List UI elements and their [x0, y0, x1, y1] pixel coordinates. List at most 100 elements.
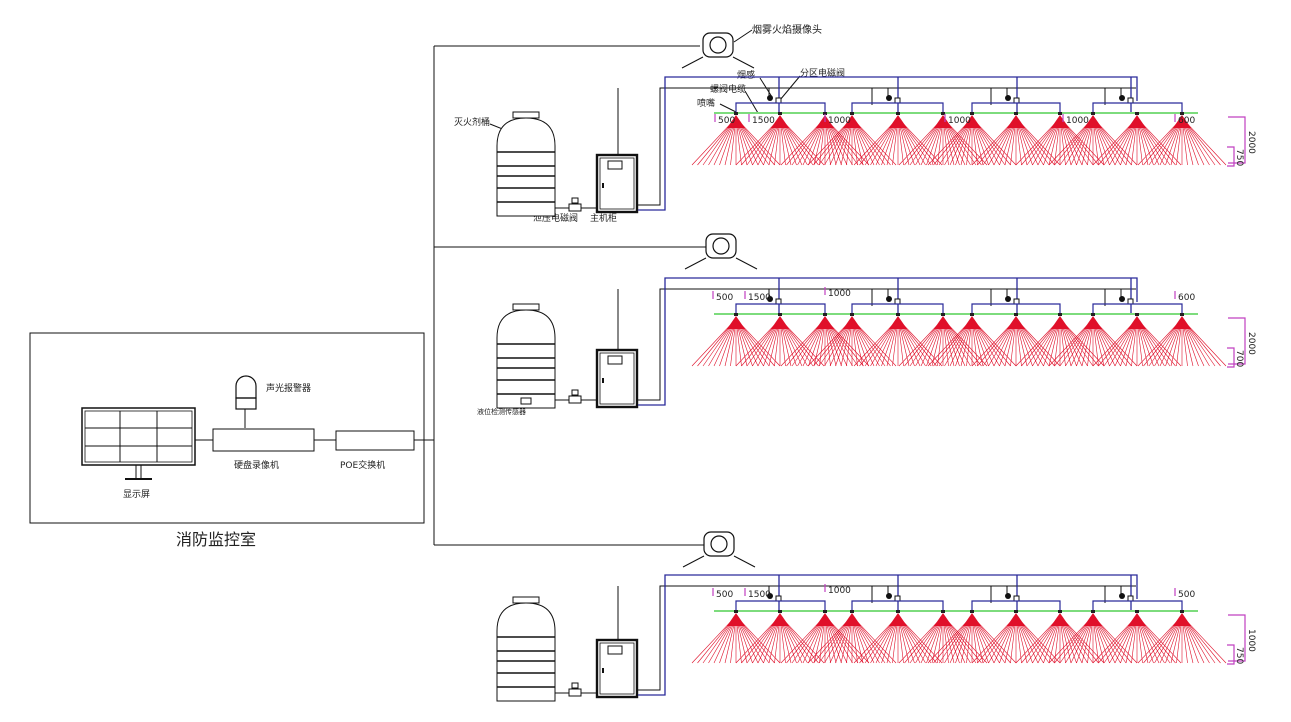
nozzle-icon	[970, 610, 974, 613]
spray-nozzle	[1137, 610, 1227, 664]
spray-nozzle	[971, 610, 1061, 664]
nozzle-icon	[850, 313, 854, 316]
spray-nozzle	[1137, 112, 1227, 166]
spray-fan	[853, 615, 943, 664]
spray-nozzle	[971, 313, 1061, 367]
main-cabinet-icon	[595, 638, 639, 699]
dimension-label: 1000	[828, 586, 851, 596]
zone-solenoid-valve-icon	[1013, 298, 1020, 305]
nozzle-icon	[941, 112, 945, 115]
flame-smoke-camera-icon	[682, 531, 756, 568]
nozzle-icon	[1135, 610, 1139, 613]
branch-pipe	[971, 303, 1061, 314]
spray-nozzle	[1048, 112, 1138, 166]
dimension-label: 1500	[748, 590, 771, 600]
smoke-detector-icon	[767, 296, 773, 302]
spray-nozzle	[691, 313, 781, 367]
zone-solenoid-valve-icon	[775, 97, 782, 104]
flame-smoke-camera-icon	[681, 32, 755, 69]
zone-solenoid-valve-icon	[775, 298, 782, 305]
branch-pipe	[1092, 303, 1183, 314]
nozzle-icon	[941, 313, 945, 316]
spray-fan	[898, 615, 988, 664]
nozzle-icon	[778, 313, 782, 316]
spray-nozzle	[853, 112, 943, 166]
dimension-label: 500	[1178, 590, 1195, 600]
control-room: 消防监控室 显示屏 声光报警器 硬盘录像机 POE交换机	[29, 332, 434, 549]
branch-pipe	[735, 303, 826, 314]
smoke-detector-icon	[1005, 95, 1011, 101]
spray-nozzle	[927, 610, 1017, 664]
dimension-label: 600	[1178, 293, 1195, 303]
branch-pipe	[851, 303, 944, 314]
spray-fan	[1048, 318, 1138, 367]
spray-nozzle	[1092, 610, 1182, 664]
spray-fan	[971, 615, 1061, 664]
extinguishing-agent-tank-icon	[496, 303, 556, 409]
nozzle-icon	[1014, 112, 1018, 115]
dimension-label: 1000	[948, 116, 971, 126]
zone-solenoid-valve-icon	[1127, 298, 1134, 305]
control-room-title: 消防监控室	[176, 530, 256, 549]
nozzle-icon	[1091, 313, 1095, 316]
display-screen-label: 显示屏	[123, 489, 150, 500]
smoke-detector-icon	[886, 296, 892, 302]
dimension-label: 600	[1178, 116, 1195, 126]
zone-solenoid-valve-icon	[894, 97, 901, 104]
dimension-label: 1000	[1246, 629, 1256, 652]
zone-solenoid-valve-icon	[1127, 595, 1134, 602]
smoke-detector-icon	[886, 95, 892, 101]
nozzle-icon	[1135, 313, 1139, 316]
poe-switch-box	[335, 430, 415, 451]
dim-bracket-height	[1228, 116, 1246, 164]
main-supply-pipe	[638, 76, 1138, 211]
nozzle-icon	[941, 610, 945, 613]
spray-fan	[1048, 615, 1138, 664]
camera-callout: 烟雾火焰摄像头	[752, 23, 822, 36]
spray-fan	[1092, 117, 1182, 166]
nozzle-icon	[896, 112, 900, 115]
nozzle-icon	[1180, 610, 1184, 613]
tank-callout: 灭火剂桶	[454, 116, 490, 128]
nvr-label: 硬盘录像机	[234, 459, 279, 471]
nozzle-icon	[1091, 610, 1095, 613]
spray-fan	[1048, 117, 1138, 166]
spray-nozzle	[898, 313, 988, 367]
spray-nozzle	[807, 313, 897, 367]
spray-nozzle	[1137, 313, 1227, 367]
nozzle-icon	[734, 313, 738, 316]
nozzle-icon	[1180, 313, 1184, 316]
dimension-label: 750	[1234, 647, 1244, 664]
spray-fan	[735, 615, 825, 664]
dimension-label: 750	[1234, 149, 1244, 166]
spray-nozzle	[735, 313, 825, 367]
branch-pipe	[1092, 600, 1183, 611]
spray-fan	[735, 117, 825, 166]
dimension-label: 500	[716, 293, 733, 303]
zone-1-callouts: 烟雾火焰摄像头 烟感 分区电磁阀 螺阀电缆 喷嘴 灭火剂桶 泄压电磁阀 主机柜	[454, 23, 845, 224]
spray-nozzle	[735, 112, 825, 166]
smoke-detector-callout: 烟感	[737, 69, 755, 81]
nozzle-icon	[970, 313, 974, 316]
dimension-label: 2000	[1246, 131, 1256, 154]
smoke-detector-icon	[1005, 593, 1011, 599]
spray-nozzle	[691, 112, 781, 166]
spray-nozzle	[807, 610, 897, 664]
branch-pipe	[735, 600, 826, 611]
nozzle-icon	[778, 112, 782, 115]
spray-nozzle	[691, 610, 781, 664]
network-backbone	[433, 45, 710, 546]
nozzle-icon	[1091, 112, 1095, 115]
spray-fan	[1137, 615, 1227, 664]
zone-solenoid-valve-icon	[894, 595, 901, 602]
spray-nozzle	[807, 112, 897, 166]
cable-callout: 螺阀电缆	[710, 83, 746, 95]
nozzle-icon	[896, 313, 900, 316]
branch-pipe	[1092, 102, 1183, 113]
dimension-label: 1000	[828, 289, 851, 299]
nozzle-icon	[896, 610, 900, 613]
relief-valve-icon	[568, 682, 582, 697]
